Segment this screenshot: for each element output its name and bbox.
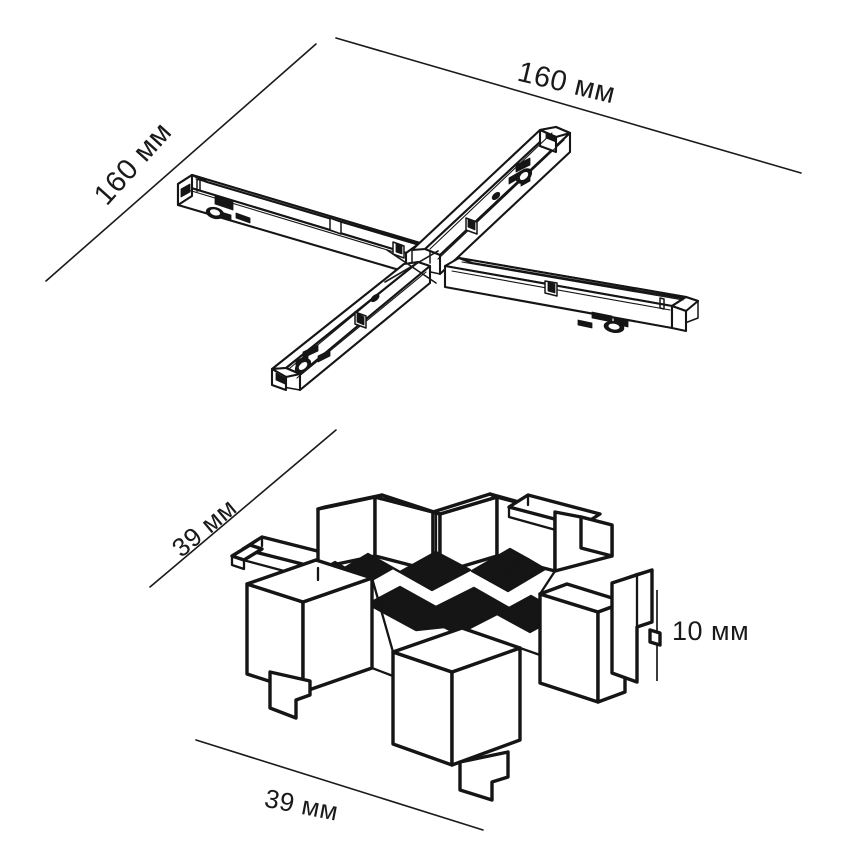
detail-flange-left-sliver <box>230 543 264 562</box>
detail-nub-right <box>648 628 662 647</box>
dimension-line-160-top-left <box>45 43 317 282</box>
detail-foot-left <box>268 670 312 720</box>
rail-arm-southeast <box>443 256 700 333</box>
dimension-line-39-detail-left <box>149 429 337 588</box>
detail-foot-centre <box>458 750 510 802</box>
rail-arm-northwest <box>176 173 432 274</box>
dimension-label-10-detail-height: 10 мм <box>672 616 750 646</box>
dimension-line-39-detail-bottom <box>195 739 484 831</box>
detail-rib-right-lower <box>488 557 547 593</box>
rail-arm-northeast <box>410 125 572 276</box>
dimension-line-160-top-right <box>335 37 802 174</box>
detail-flange-right <box>610 568 654 684</box>
x-connector-assembly <box>176 125 700 392</box>
centre-cross-marker <box>384 249 439 284</box>
connector-body-detail <box>230 492 662 802</box>
rail-arm-southwest <box>270 260 432 392</box>
